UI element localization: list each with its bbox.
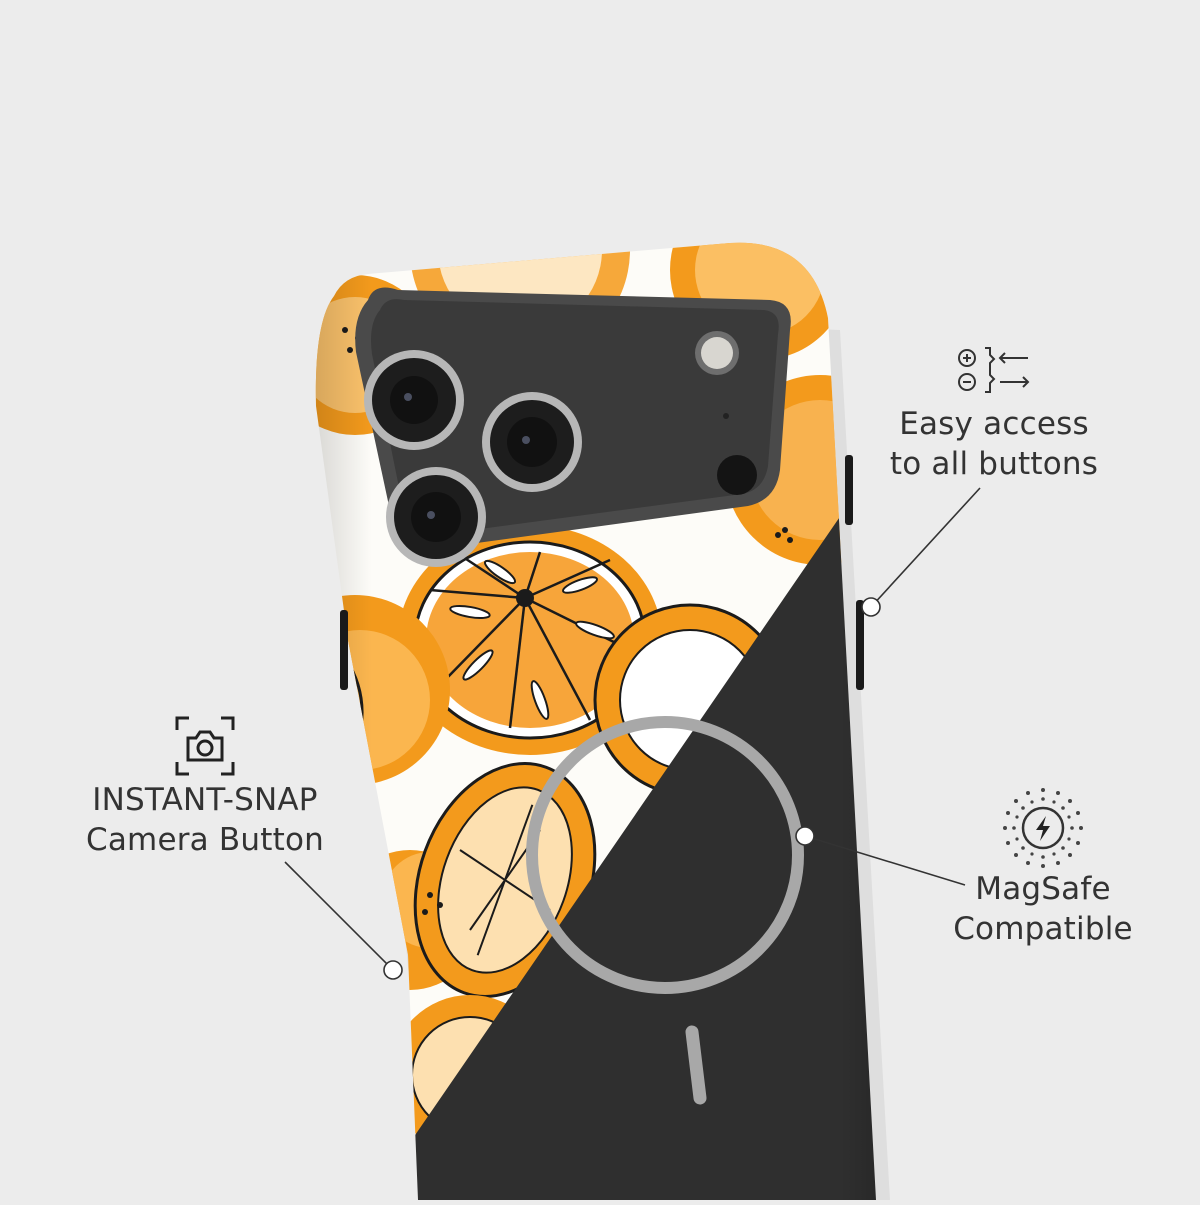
magsafe-feature-line2: Compatible bbox=[953, 911, 1133, 947]
callout-lines bbox=[284, 487, 981, 971]
camera-lens-top bbox=[364, 350, 464, 450]
buttons-feature-label: Easy access to all buttons bbox=[860, 404, 1128, 484]
lidar-sensor bbox=[717, 455, 757, 495]
magsafe-charging-icon bbox=[1003, 788, 1083, 868]
camera-feature-line1: INSTANT-SNAP bbox=[92, 782, 318, 818]
buttons-feature-line1: Easy access bbox=[899, 406, 1089, 442]
side-buttons-icon bbox=[958, 347, 1030, 393]
magsafe-feature-label: MagSafe Compatible bbox=[930, 869, 1156, 949]
buttons-feature-line2: to all buttons bbox=[889, 446, 1099, 482]
camera-module bbox=[355, 287, 791, 567]
camera-callout-dot bbox=[383, 960, 403, 980]
power-button-cutout bbox=[856, 600, 864, 690]
buttons-callout-dot bbox=[861, 597, 881, 617]
camera-feature-line2: Camera Button bbox=[86, 822, 324, 858]
microphone bbox=[723, 413, 729, 419]
camera-lens-right bbox=[482, 392, 582, 492]
camera-icon bbox=[175, 716, 235, 776]
magsafe-feature-line1: MagSafe bbox=[975, 871, 1111, 907]
magsafe-callout-dot bbox=[795, 826, 815, 846]
action-button-cutout bbox=[340, 610, 348, 690]
camera-feature-label: INSTANT-SNAP Camera Button bbox=[40, 780, 370, 860]
flash bbox=[695, 331, 739, 375]
camera-lens-bottom bbox=[386, 467, 486, 567]
volume-button-cutout bbox=[845, 455, 853, 525]
